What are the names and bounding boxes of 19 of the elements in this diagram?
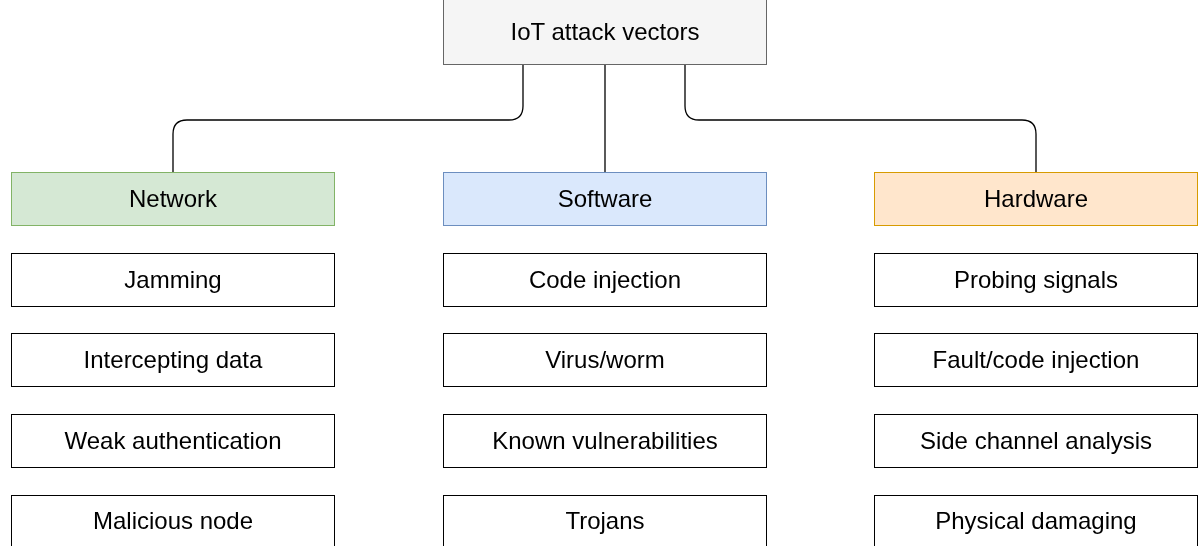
connector-line xyxy=(172,64,524,173)
item-box: Virus/worm xyxy=(443,333,767,387)
category-box: Network xyxy=(11,172,335,226)
item-box: Fault/code injection xyxy=(874,333,1198,387)
item-box: Physical damaging xyxy=(874,495,1198,546)
item-box: Code injection xyxy=(443,253,767,307)
category-box: Software xyxy=(443,172,767,226)
item-box: Malicious node xyxy=(11,495,335,546)
connector-line xyxy=(604,64,606,173)
item-box: Jamming xyxy=(11,253,335,307)
item-box: Known vulnerabilities xyxy=(443,414,767,468)
connector-line xyxy=(684,64,1037,173)
category-box: Hardware xyxy=(874,172,1198,226)
item-box: Weak authentication xyxy=(11,414,335,468)
item-box: Probing signals xyxy=(874,253,1198,307)
item-box: Trojans xyxy=(443,495,767,546)
item-box: Side channel analysis xyxy=(874,414,1198,468)
root-box: IoT attack vectors xyxy=(443,0,767,65)
item-box: Intercepting data xyxy=(11,333,335,387)
